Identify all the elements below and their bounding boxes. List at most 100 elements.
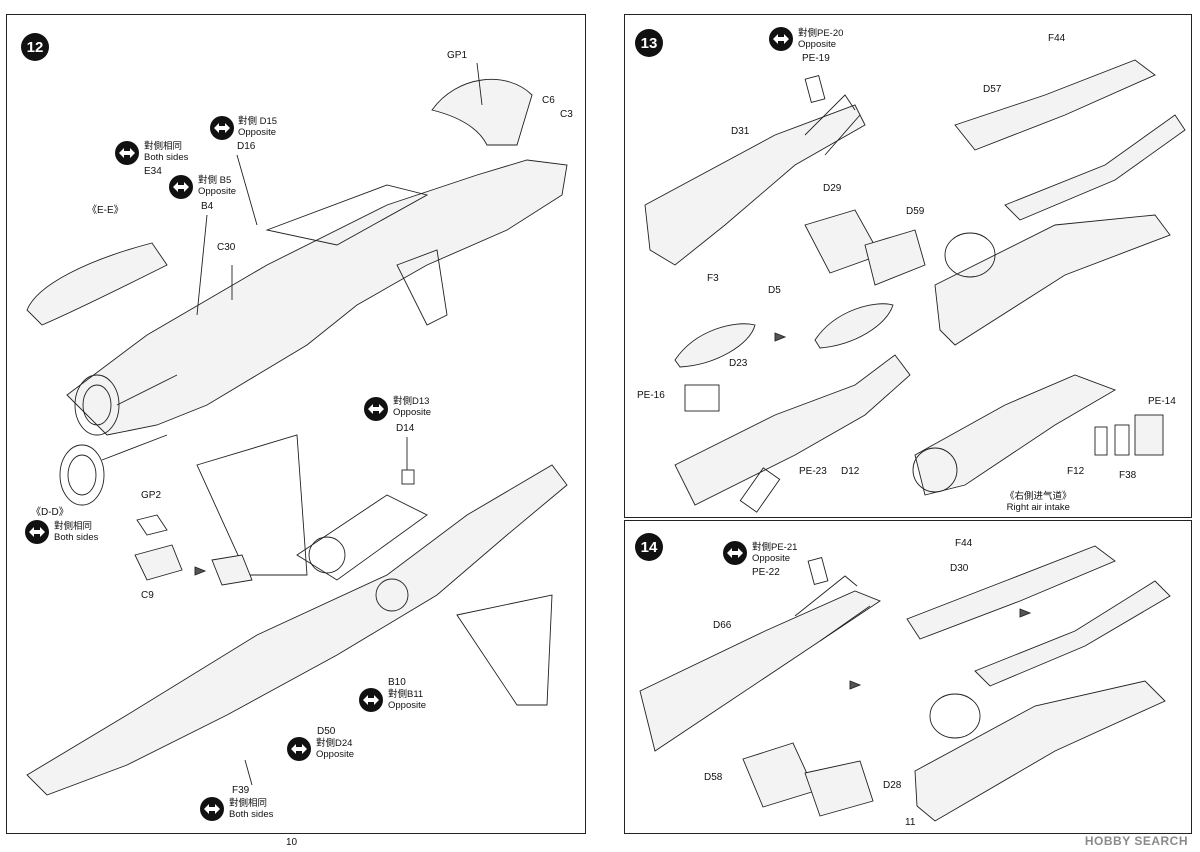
label-f44: F44: [955, 538, 973, 549]
part-f38: [1114, 424, 1130, 456]
step-number-badge: 13: [635, 29, 663, 57]
label-b4: B4: [201, 201, 214, 212]
right-intake-opening: [912, 447, 958, 493]
label-d23: D23: [729, 358, 748, 369]
label-f3: F3: [707, 273, 719, 284]
label-d59: D59: [906, 206, 925, 217]
caption-right-intake: 《右側进气道》 Right air intake: [1005, 491, 1072, 513]
part-d23: [674, 323, 756, 368]
both-sides-symbol-icon: [25, 520, 49, 544]
opposite-symbol-icon: [210, 116, 234, 140]
label-d50: D50: [317, 726, 336, 737]
opposite-symbol-icon: [769, 27, 793, 51]
part-lower-fuselage: [674, 354, 911, 506]
label-pe23: PE-23: [799, 466, 827, 477]
intake-opening: [944, 232, 996, 278]
part-d66-detail: [794, 575, 871, 642]
part-assembled-left-half: [914, 680, 1166, 822]
tail-fin-upper: [396, 249, 448, 326]
label-d5: D5: [768, 285, 781, 296]
part-c9: [134, 544, 183, 581]
part-top-plate: [1004, 114, 1186, 221]
step-number-badge: 14: [635, 533, 663, 561]
label-c6: C6: [542, 95, 555, 106]
arrow-cockpit: [774, 332, 787, 342]
watermark: HOBBY SEARCH: [1084, 834, 1188, 848]
label-ee: 《E-E》: [87, 205, 124, 216]
page-number-right: 11: [905, 817, 916, 828]
part-d31-detail: [804, 94, 861, 156]
label-d29: D29: [823, 183, 842, 194]
label-pe19: PE-19: [802, 53, 830, 64]
fuselage-assembly-diagram: [26, 62, 568, 796]
label-d31: D31: [731, 126, 750, 137]
label-pe16: PE-16: [637, 390, 665, 401]
part-d59: [864, 229, 926, 286]
wing-lower-right: [456, 594, 553, 706]
label-gp2: GP2: [141, 490, 162, 501]
intake-assembly-diagram: [644, 59, 1186, 513]
label-f38: F38: [1119, 470, 1137, 481]
part-pe19: [804, 75, 826, 103]
label-d16: D16: [237, 141, 256, 152]
label-f12: F12: [1067, 466, 1085, 477]
lower-nozzle-inner: [67, 454, 97, 496]
wing-lower-left: [196, 434, 308, 576]
upper-nozzle: [74, 374, 120, 436]
part-right-intake: [914, 374, 1117, 496]
label-d57: D57: [983, 84, 1002, 95]
nozzle-link: [101, 374, 178, 461]
opposite-symbol-icon: [364, 397, 388, 421]
label-d12: D12: [841, 466, 860, 477]
part-pe14: [1134, 414, 1164, 456]
label-d14: D14: [396, 423, 415, 434]
label-gp1: GP1: [447, 50, 468, 61]
both-sides-symbol-icon: [115, 141, 139, 165]
label-pe22: PE-22: [752, 567, 780, 578]
label-d28: D28: [883, 780, 902, 791]
upper-fuselage-shape: [66, 159, 568, 436]
page-number-left: 10: [286, 837, 298, 848]
part-d30: [906, 545, 1116, 640]
opposite-symbol-icon: [723, 541, 747, 565]
opposite-symbol-icon: [287, 737, 311, 761]
left-intake-opening: [929, 693, 981, 739]
part-d57: [954, 59, 1156, 151]
label-f39: F39: [232, 785, 250, 796]
part-f12: [1094, 426, 1108, 456]
nose-cone-ee: [26, 242, 168, 326]
part-d14: [401, 469, 415, 485]
engine-intake-lower: [296, 494, 428, 581]
leader-b4: [196, 214, 208, 316]
label-f44: F44: [1048, 33, 1066, 44]
upper-nozzle-inner: [82, 384, 112, 426]
lower-fuselage-shape: [26, 464, 568, 796]
label-d66: D66: [713, 620, 732, 631]
label-b10: B10: [388, 677, 406, 688]
part-top-plate-lower: [974, 580, 1171, 687]
intake-left-assembly-diagram: [639, 545, 1171, 822]
canopy-gp1: [431, 78, 533, 146]
label-c3: C3: [560, 109, 573, 120]
part-d29: [804, 209, 881, 274]
opposite-symbol-icon: [359, 688, 383, 712]
step-number-badge: 12: [21, 33, 49, 61]
arrow-c9: [194, 566, 207, 576]
part-gp2: [136, 514, 168, 536]
label-dd: 《D-D》: [31, 507, 69, 518]
part-f39: [244, 759, 253, 786]
arrow-step14: [849, 680, 862, 690]
part-d28: [804, 760, 874, 817]
step-12-panel: 12 GP1 C6 C3: [6, 14, 586, 848]
part-d66: [639, 590, 881, 752]
